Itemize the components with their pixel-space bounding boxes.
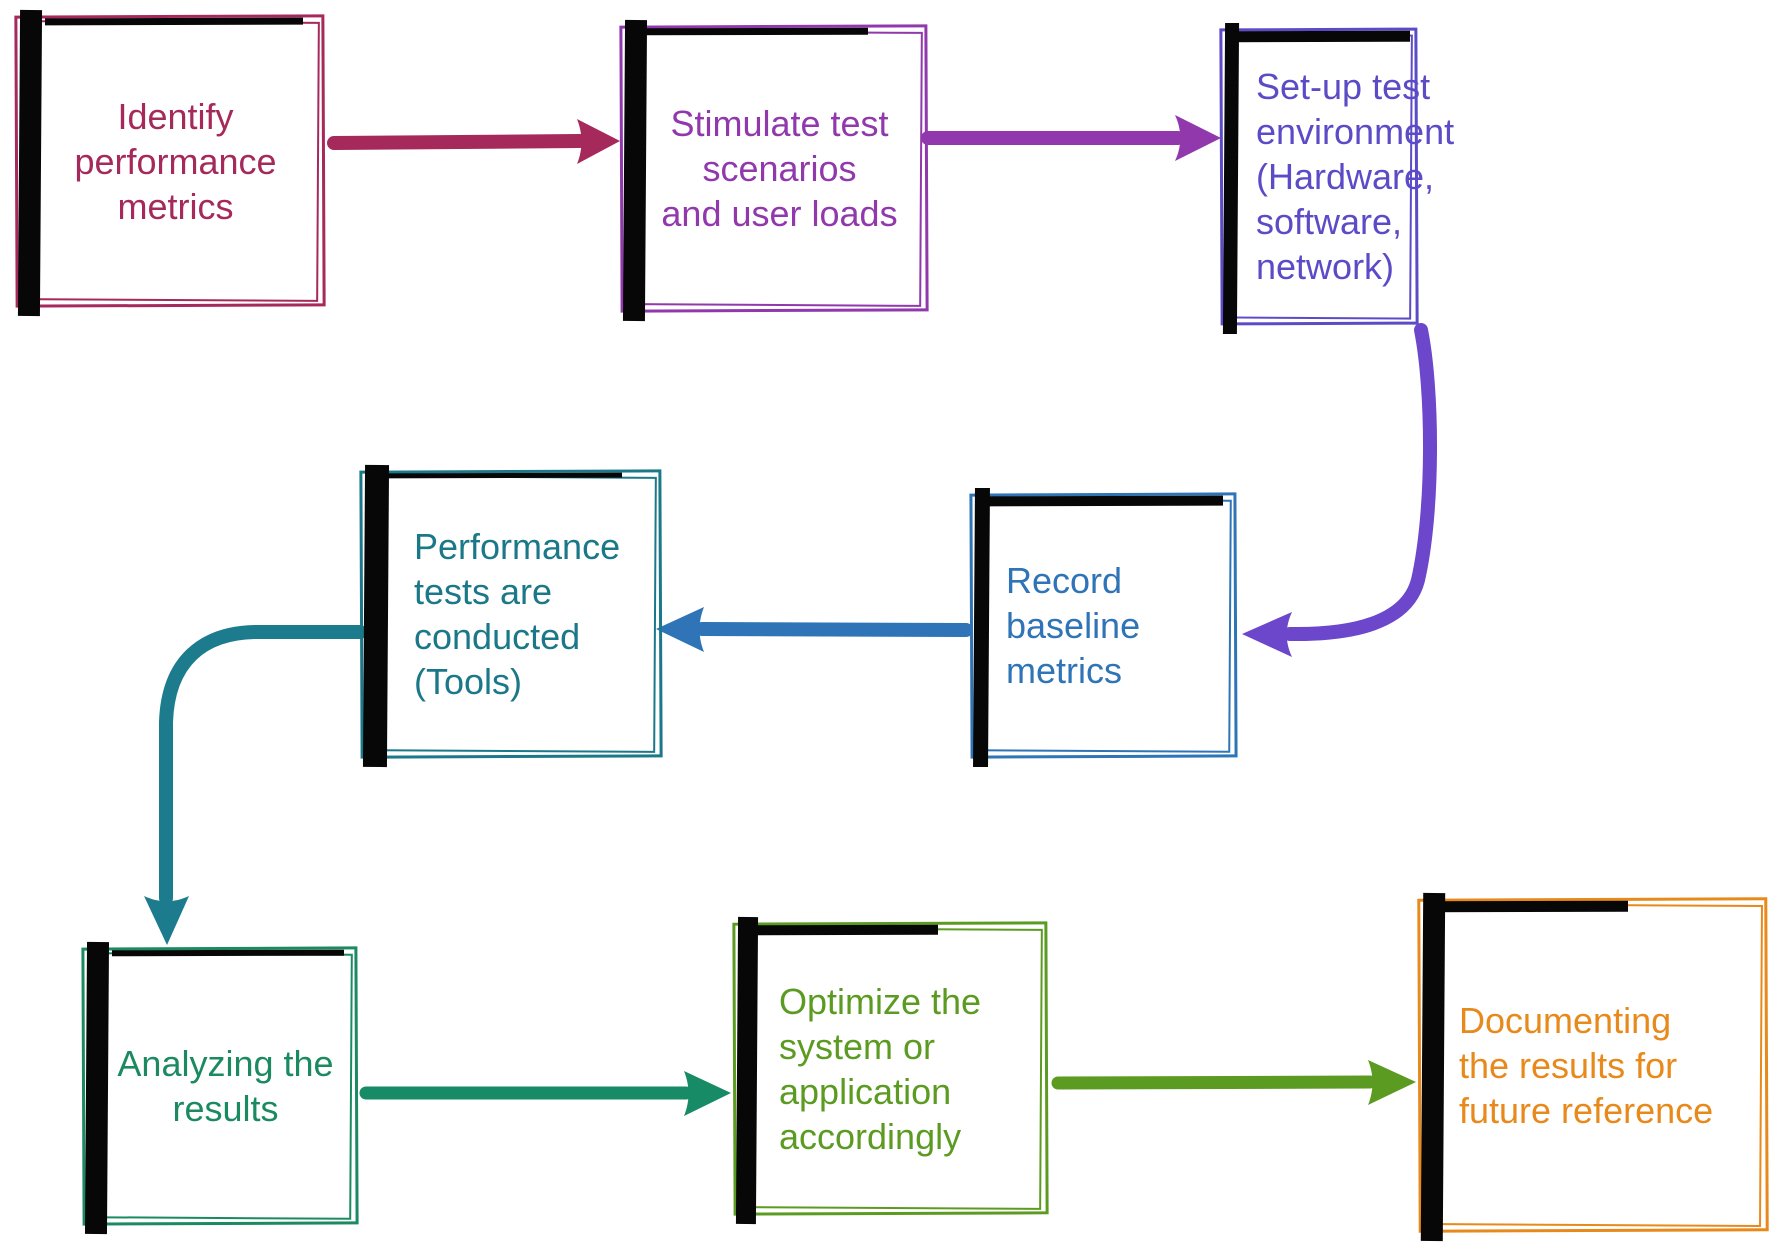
node-analyzing-the-results: Analyzing the results <box>81 941 359 1235</box>
arrow-identify-to-stimulate <box>327 119 620 164</box>
node-top-shadow-bar <box>979 495 1224 507</box>
node-label: Record baseline metrics <box>1006 560 1141 691</box>
node-record-baseline-metrics: Record baseline metrics <box>969 487 1238 768</box>
node-label: Analyzing the results <box>117 1043 334 1129</box>
node-setup-test-environment: Set-up test environment (Hardware, softw… <box>1219 22 1455 335</box>
arrow-stimulate-to-setup <box>921 115 1221 161</box>
arrow-optimize-to-documenting <box>1051 1060 1416 1105</box>
arrow-setup-to-record <box>1242 323 1437 657</box>
node-documenting-results: Documenting the results for future refer… <box>1417 892 1769 1242</box>
arrow-tests-to-analyzing <box>144 625 367 945</box>
node-top-shadow-bar <box>111 949 345 957</box>
node-top-shadow-bar <box>44 17 304 26</box>
node-label: Set-up test environment (Hardware, softw… <box>1256 66 1455 287</box>
arrow-record-to-tests <box>656 607 973 652</box>
node-stimulate-test-scenarios: Stimulate test scenarios and user loads <box>619 19 929 322</box>
node-identify-performance-metrics: Identify performance metrics <box>14 9 326 317</box>
node-top-shadow-bar <box>746 924 939 936</box>
node-optimize-system: Optimize the system or application accor… <box>732 916 1049 1225</box>
node-label: Stimulate test scenarios and user loads <box>661 103 898 234</box>
node-label: Identify performance metrics <box>74 95 277 227</box>
node-top-shadow-bar <box>1231 30 1411 43</box>
node-top-shadow-bar <box>379 472 623 479</box>
node-label: Optimize the system or application accor… <box>779 980 982 1157</box>
node-label: Documenting the results for future refer… <box>1459 999 1714 1131</box>
arrow-analyzing-to-optimize <box>359 1071 731 1116</box>
node-top-shadow-bar <box>645 27 869 36</box>
node-label: Performance tests are conducted (Tools) <box>414 526 621 702</box>
node-top-shadow-bar <box>1427 900 1629 913</box>
node-performance-tests-conducted: Performance tests are conducted (Tools) <box>359 464 663 768</box>
